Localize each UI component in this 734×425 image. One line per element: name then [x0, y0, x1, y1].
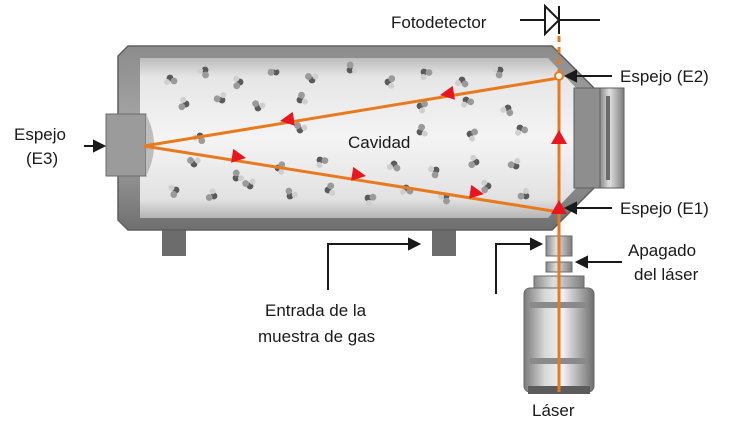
- callout-arrows: [84, 69, 622, 294]
- label-espejo-e3-line2: (E3): [26, 149, 58, 168]
- mirror-e3: [105, 113, 147, 177]
- mirror-e2-point: [554, 71, 564, 81]
- label-entrada-line1: Entrada de la: [265, 301, 367, 320]
- label-laser: Láser: [532, 401, 575, 420]
- end-window: [573, 87, 625, 189]
- support-feet: [162, 228, 456, 256]
- label-cavidad: Cavidad: [348, 133, 410, 152]
- beam-direction-arrows: [231, 85, 567, 214]
- label-fotodetector: Fotodetector: [391, 13, 487, 32]
- label-espejo-e2: Espejo (E2): [620, 67, 709, 86]
- label-apagado-line1: Apagado: [628, 241, 696, 260]
- label-espejo-e1: Espejo (E1): [620, 199, 709, 218]
- photodetector-icon: [520, 3, 600, 37]
- label-espejo-e3-line1: Espejo: [14, 125, 66, 144]
- label-entrada-line2: muestra de gas: [258, 327, 375, 346]
- label-apagado-line2: del láser: [634, 265, 699, 284]
